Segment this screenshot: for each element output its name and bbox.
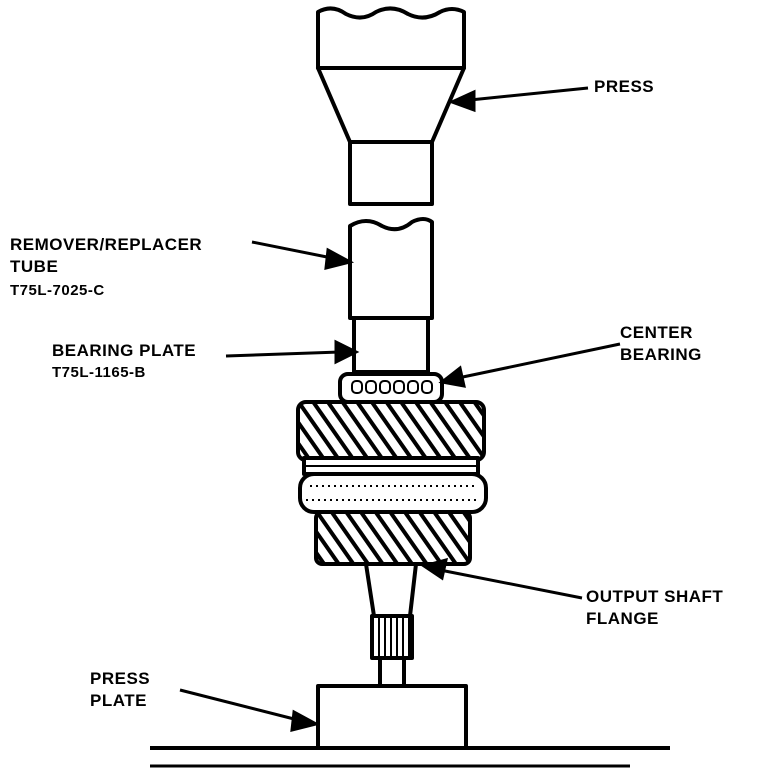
label-press-plate: PRESS PLATE — [90, 669, 151, 710]
press-taper — [316, 66, 466, 144]
remover-tube — [348, 217, 434, 320]
label-remover-tube-part: T75L-7025-C — [10, 282, 105, 299]
synchronizer — [298, 472, 488, 514]
label-press: PRESS — [594, 77, 655, 96]
press-neck — [348, 140, 434, 206]
press-ram — [316, 6, 466, 70]
bearing-plate — [352, 316, 430, 374]
shaft-stub — [378, 656, 406, 688]
lower-gear — [314, 510, 472, 566]
output-splines — [370, 614, 414, 660]
output-shaft — [364, 562, 418, 618]
press-plate — [316, 684, 468, 750]
label-center-bearing: CENTER BEARING — [620, 323, 702, 364]
label-output-shaft-flange: OUTPUT SHAFT FLANGE — [586, 587, 724, 628]
label-bearing-plate-part: T75L-1165-B — [52, 364, 146, 381]
upper-gear — [296, 400, 486, 462]
label-remover-tube: REMOVER/REPLACER TUBE — [10, 235, 203, 276]
label-bearing-plate: BEARING PLATE — [52, 341, 197, 360]
